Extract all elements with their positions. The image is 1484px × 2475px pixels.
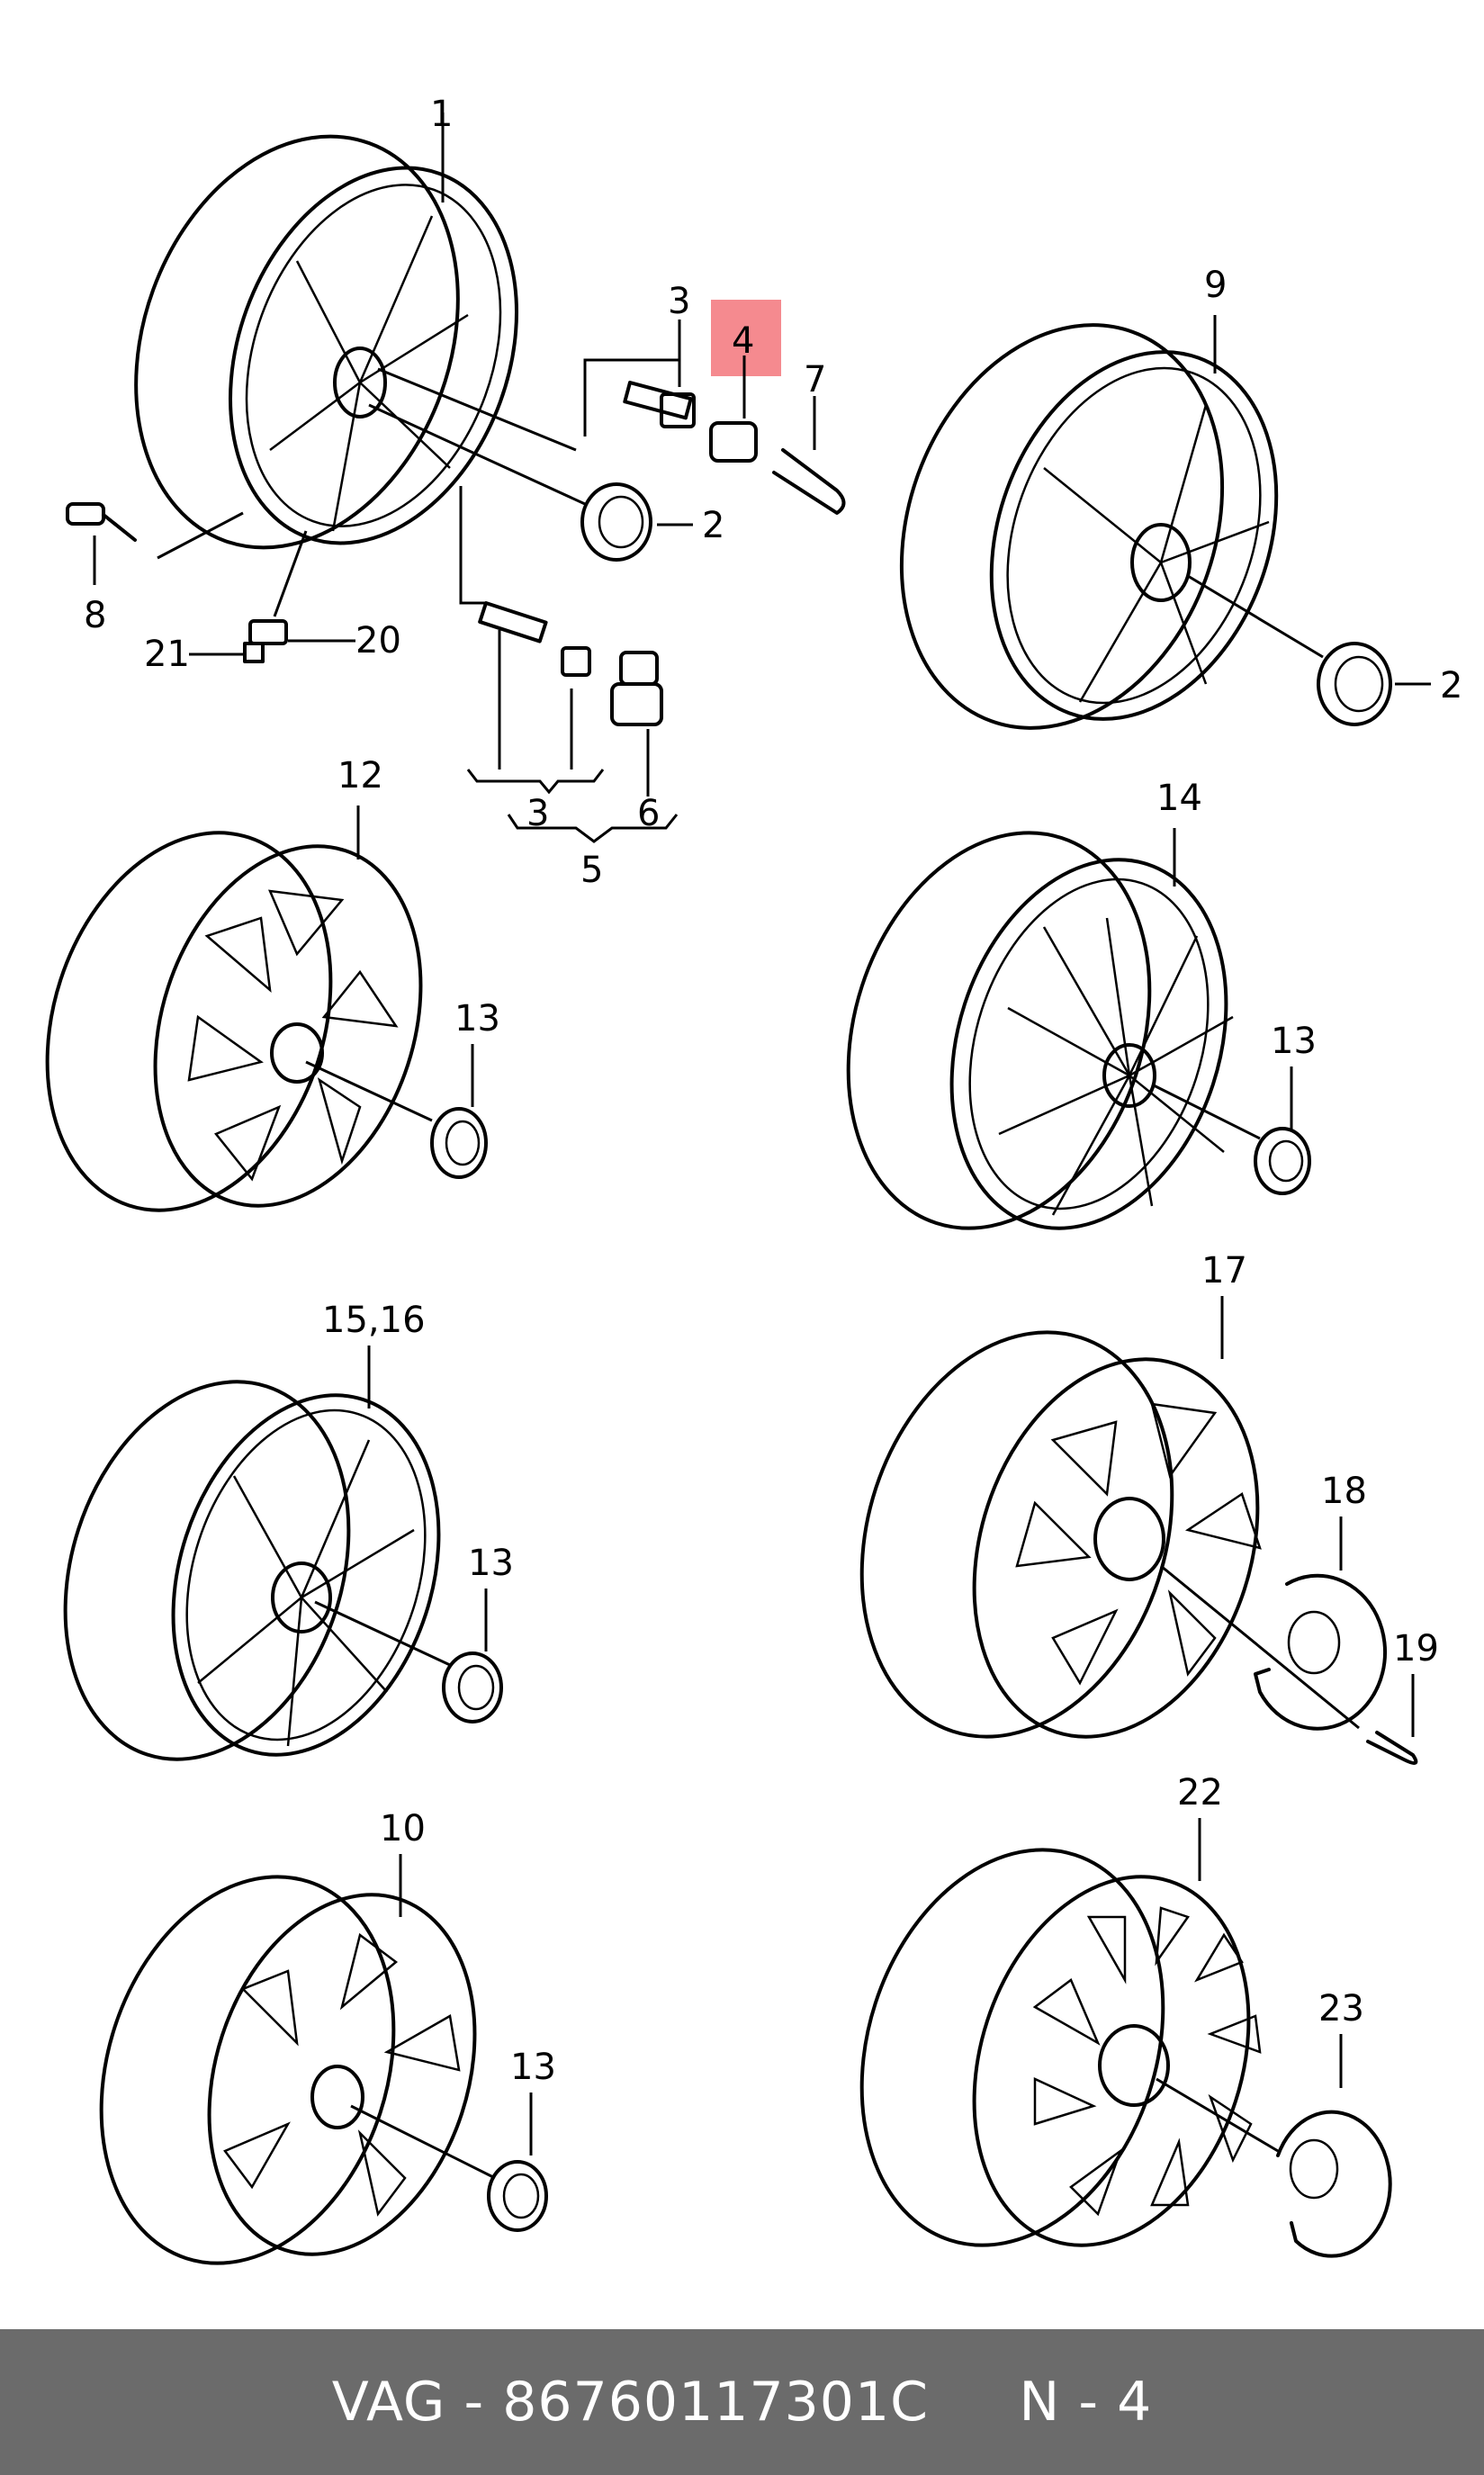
label-3-upper: 3	[668, 281, 690, 322]
label-13-d: 13	[510, 2047, 556, 2088]
wheel-17	[859, 1296, 1418, 1765]
label-8: 8	[84, 595, 106, 636]
label-18: 18	[1321, 1471, 1367, 1512]
highlight-part-4	[711, 300, 781, 376]
cap-4	[709, 356, 758, 463]
label-20: 20	[355, 620, 401, 662]
label-2-upper: 2	[702, 505, 724, 546]
wheel-14	[846, 828, 1311, 1230]
label-4: 4	[732, 320, 754, 362]
footer-bar: VAG - 86760117301C N - 4	[0, 2329, 1484, 2475]
label-9: 9	[1204, 265, 1227, 306]
label-21: 21	[144, 634, 190, 675]
wheel-15-16	[63, 1346, 503, 1761]
wheel-parts-diagram: 1 3 4 7 2 8 21 20 3 6 5 9 2 12 13 14 13 …	[45, 94, 1462, 2265]
bolt-3	[623, 320, 696, 428]
valve-8	[66, 502, 137, 585]
wheel-1	[134, 134, 518, 550]
label-19: 19	[1393, 1628, 1439, 1670]
label-7: 7	[804, 359, 826, 400]
wheel-22	[859, 1818, 1392, 2258]
label-3-lower: 3	[526, 793, 549, 834]
wheel-10	[99, 1854, 548, 2265]
wheel-9	[899, 315, 1431, 730]
label-6: 6	[637, 793, 660, 834]
wheel-12	[45, 806, 488, 1212]
label-15-16: 15,16	[322, 1300, 426, 1341]
label-17: 17	[1201, 1250, 1247, 1292]
label-10: 10	[380, 1808, 426, 1850]
leader-lines-group-1	[157, 112, 681, 617]
tool-7	[772, 396, 846, 515]
label-14: 14	[1156, 778, 1202, 819]
hubcap-2-upper	[580, 482, 693, 562]
label-13-b: 13	[1271, 1021, 1317, 1062]
label-13-c: 13	[468, 1543, 514, 1584]
label-1: 1	[430, 94, 453, 135]
label-13-a: 13	[454, 998, 500, 1040]
label-22: 22	[1177, 1772, 1223, 1814]
label-2-right: 2	[1440, 665, 1462, 706]
label-23: 23	[1318, 1988, 1364, 2030]
sensor-20-21	[189, 619, 355, 663]
label-5: 5	[580, 850, 603, 891]
part-number-caption: VAG - 86760117301C N - 4	[331, 2371, 1153, 2434]
label-12: 12	[337, 755, 383, 796]
anti-theft-set	[466, 601, 679, 843]
